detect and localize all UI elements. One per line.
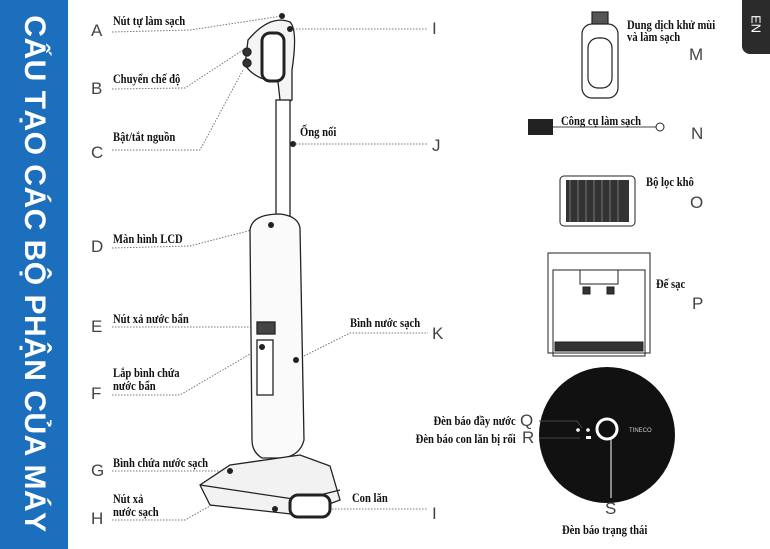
callout-dots xyxy=(227,13,299,512)
letter-j: J xyxy=(432,136,441,155)
label-solution-line1: Dung dịch khử mùi xyxy=(627,18,716,32)
letter-q: Q xyxy=(520,411,534,430)
letter-h: H xyxy=(91,509,104,528)
letter-o: O xyxy=(690,193,704,212)
label-dirty-water-release: Nút xả nước bẩn xyxy=(113,312,189,326)
label-clean-release-line1: Nút xả xyxy=(113,492,144,506)
label-clean-water-tank: Bình nước sạch xyxy=(350,316,421,330)
letter-s: S xyxy=(605,499,617,518)
letter-d: D xyxy=(91,237,104,256)
label-status-indicator: Đèn báo trạng thái xyxy=(562,523,648,537)
title-sidebar: CẤU TẠO CÁC BỘ PHẬN CỦA MÁY xyxy=(0,0,68,549)
label-solution-line2: và làm sạch xyxy=(627,30,681,44)
letter-e: E xyxy=(91,317,103,336)
label-lcd: Màn hình LCD xyxy=(113,232,183,246)
letter-a: A xyxy=(91,21,103,40)
letter-k: K xyxy=(432,324,444,343)
label-roller: Con lăn xyxy=(352,491,388,505)
label-self-clean-button: Nút tự làm sạch xyxy=(113,14,186,28)
letter-f: F xyxy=(91,384,102,403)
label-connector-tube: Ống nối xyxy=(300,125,337,139)
charging-base-icon xyxy=(547,252,651,357)
label-dirty-tank-line1: Lắp bình chứa xyxy=(113,366,180,380)
letter-p: P xyxy=(692,294,704,313)
letter-b: B xyxy=(91,79,103,98)
letter-n: N xyxy=(691,124,704,143)
control-panel: TINECO xyxy=(539,367,675,503)
letter-g: G xyxy=(91,461,105,480)
letter-r: R xyxy=(522,428,535,447)
label-cleaning-tool: Công cụ làm sạch xyxy=(561,114,641,128)
label-roller-tangle-indicator: Đèn báo con lăn bị rối xyxy=(415,432,516,446)
label-charging-base: Đế sạc xyxy=(656,277,686,291)
letter-m: M xyxy=(689,45,704,64)
label-power: Bật/tắt nguồn xyxy=(113,130,176,144)
label-dirty-tank-line2: nước bẩn xyxy=(113,379,156,393)
label-clean-release-line2: nước sạch xyxy=(113,505,159,519)
letter-i-top: I xyxy=(432,19,437,38)
label-clean-tank: Bình chứa nước sạch xyxy=(113,456,209,470)
letter-i-bottom: I xyxy=(432,504,437,523)
brand-logo: TINECO xyxy=(629,428,652,434)
label-mode-switch: Chuyển chế độ xyxy=(113,72,181,86)
cleaning-tool-icon xyxy=(528,119,665,135)
label-dry-filter: Bộ lọc khô xyxy=(646,175,694,189)
vacuum-drawing xyxy=(199,19,341,519)
label-water-full-indicator: Đèn báo đầy nước xyxy=(433,414,516,428)
dry-filter-icon xyxy=(559,175,636,227)
bottle-icon xyxy=(581,11,619,99)
letter-c: C xyxy=(91,143,104,162)
language-tab[interactable]: EN xyxy=(742,0,770,54)
